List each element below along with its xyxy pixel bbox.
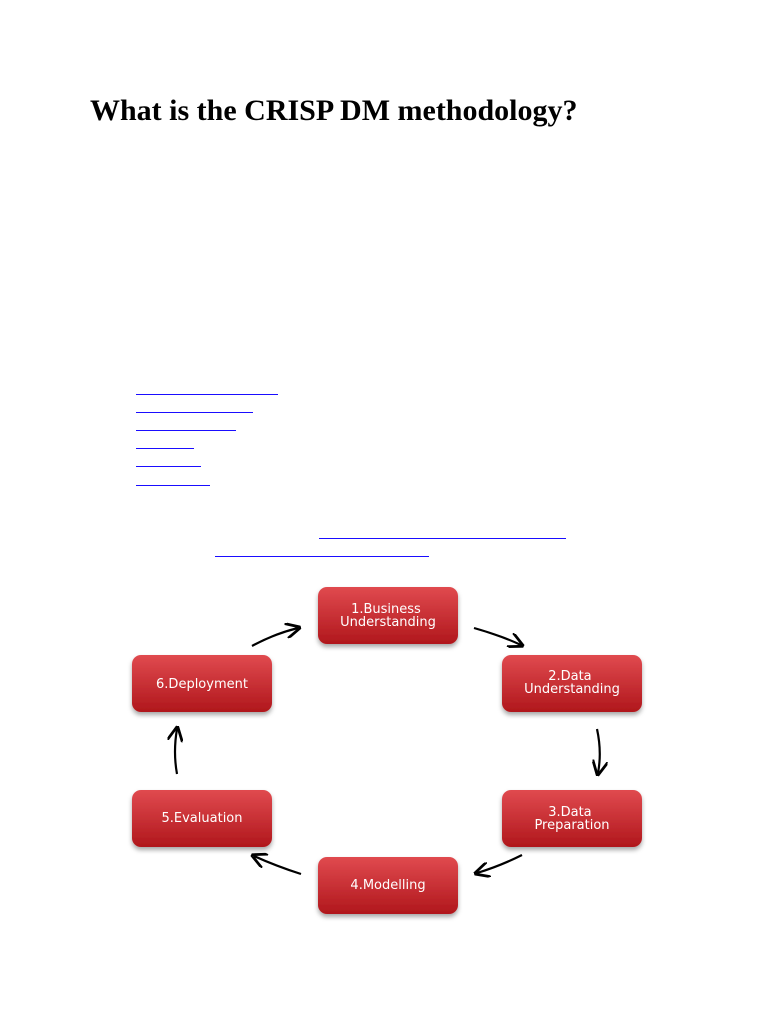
arrow-modelling-to-evaluation — [254, 856, 302, 876]
link-underline-4[interactable] — [136, 448, 194, 449]
node-evaluation: 5.Evaluation — [132, 790, 272, 847]
link-underline-2[interactable] — [136, 412, 253, 413]
svg-text:2.Data Understanding: 2.Data Understanding — [524, 669, 620, 697]
node-modelling: 4.Modelling — [318, 857, 458, 914]
arrow-business-to-data-understanding — [473, 626, 521, 645]
svg-text:1.Business Understanding: 1.Business Understanding — [340, 602, 436, 630]
arrow-preparation-to-modelling — [477, 854, 523, 873]
svg-text:3.Data Preparation: 3.Data Preparation — [534, 805, 609, 833]
node-business-understanding: 1.Business Understanding — [318, 587, 458, 644]
page-title: What is the CRISP DM methodology? — [90, 94, 578, 127]
node-deployment: 6.Deployment — [132, 655, 272, 712]
arrow-data-understanding-to-preparation — [597, 728, 600, 773]
svg-text:6.Deployment: 6.Deployment — [156, 677, 248, 692]
arrow-evaluation-to-deployment — [175, 729, 177, 775]
link-underline-7[interactable] — [319, 538, 566, 539]
link-underline-3[interactable] — [136, 430, 236, 431]
arrow-deployment-to-business — [251, 628, 298, 647]
svg-text:5.Evaluation: 5.Evaluation — [162, 811, 243, 826]
link-underline-1[interactable] — [136, 394, 278, 395]
node-data-understanding: 2.Data Understanding — [502, 655, 642, 712]
link-underline-6[interactable] — [136, 485, 210, 486]
link-underline-8[interactable] — [215, 556, 429, 557]
node-data-preparation: 3.Data Preparation — [502, 790, 642, 847]
svg-text:4.Modelling: 4.Modelling — [350, 878, 425, 893]
link-underline-5[interactable] — [136, 466, 201, 467]
